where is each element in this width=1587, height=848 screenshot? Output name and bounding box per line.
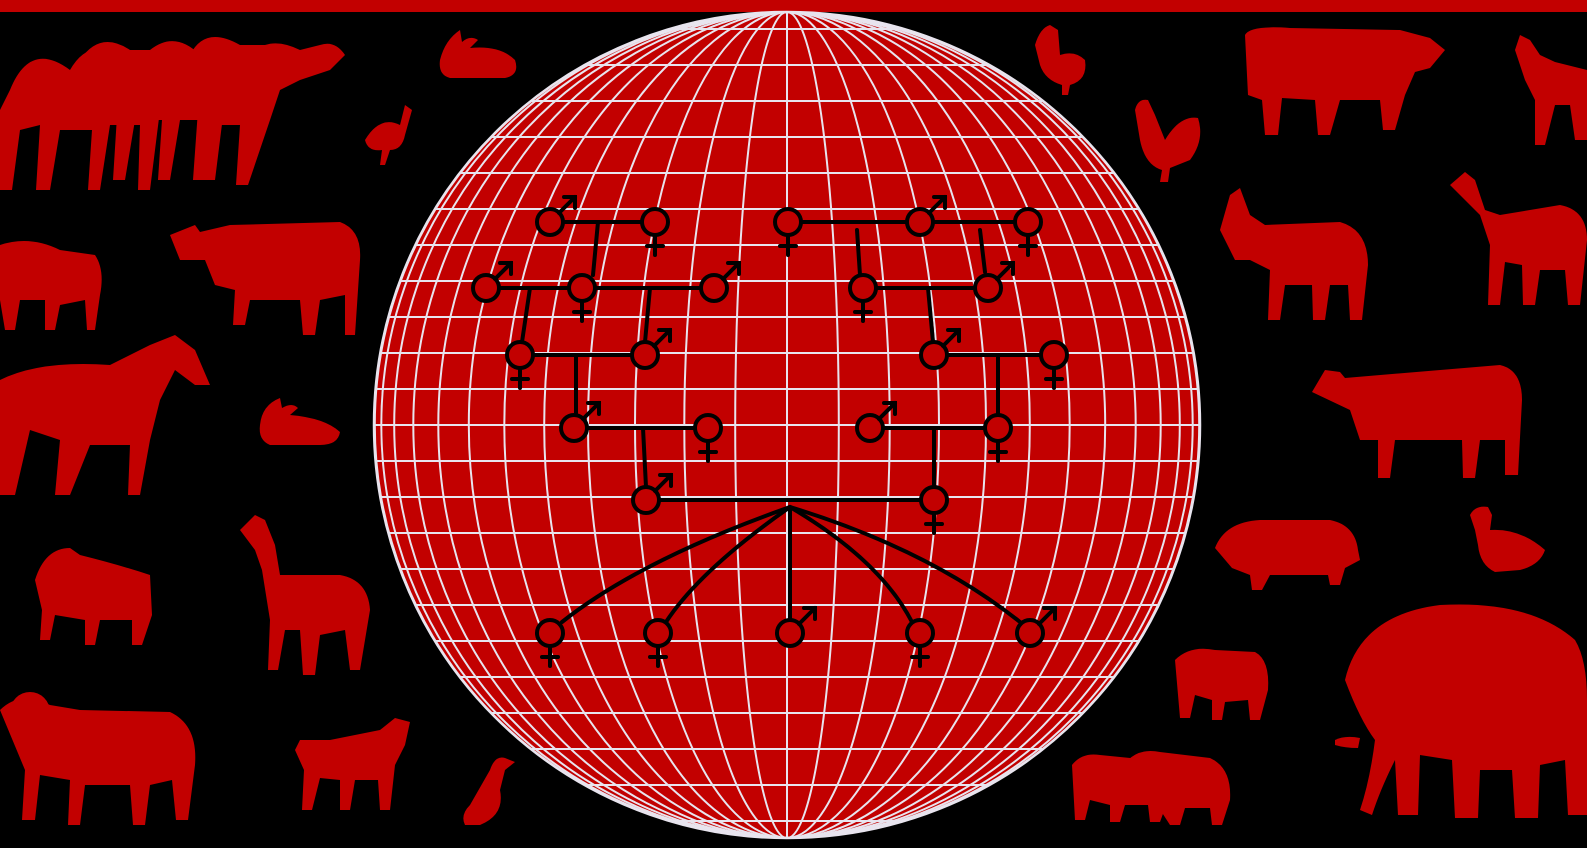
rabbit-silhouette [440,30,517,78]
pig-silhouette [1215,520,1360,590]
globe-grid-lines [374,12,1200,838]
rabbit-silhouette-2 [260,398,340,445]
duck-silhouette-right [1470,507,1545,572]
cattle-silhouette-right [1245,27,1445,135]
horse-silhouette [0,335,210,495]
goat-silhouette-2 [295,718,410,810]
elephant-silhouette [1335,604,1587,818]
llama-silhouette [240,515,370,675]
chicken-silhouette-right [1035,25,1085,95]
chicken-silhouette [365,105,412,165]
cattle-silhouette [170,222,360,335]
ram-silhouette [0,692,195,825]
rooster-silhouette [1135,100,1200,182]
goat-silhouette-right [1515,35,1587,145]
sheep-silhouette [0,241,102,330]
duck-silhouette [463,758,515,826]
llama-silhouette-right [1450,172,1587,305]
donkey-silhouette [1220,188,1368,320]
goat-silhouette [35,548,152,645]
cattle-silhouette-right-2 [1312,365,1522,478]
globe [374,12,1200,838]
sheep-silhouette-right-1 [1175,649,1268,720]
